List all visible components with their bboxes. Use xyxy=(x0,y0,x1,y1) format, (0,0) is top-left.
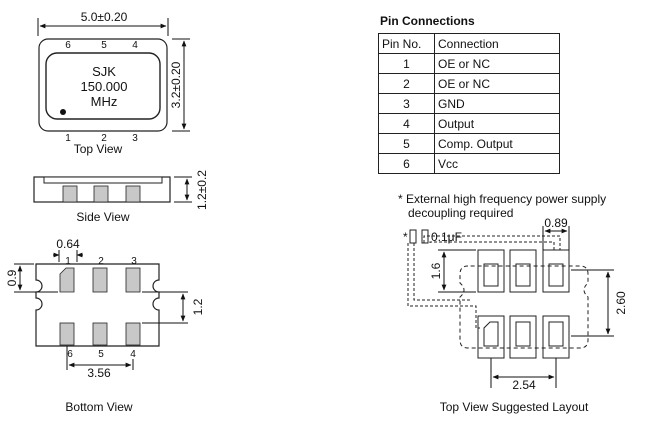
bottom-pad-3 xyxy=(125,267,141,293)
col-pitch-dimension: 2.54 xyxy=(512,378,536,392)
connection-cell: GND xyxy=(434,93,560,114)
decoupling-note-line-2: decoupling required xyxy=(408,206,514,220)
gnd-trace-inner xyxy=(429,241,555,250)
bottom-pin-2-label: 2 xyxy=(98,256,104,267)
table-row: 2 OE or NC xyxy=(378,73,560,94)
pin-number-cell: 2 xyxy=(378,73,435,94)
layout-pad-cell-1 xyxy=(477,249,505,293)
pin-number-cell: 5 xyxy=(378,133,435,154)
table-row: 5 Comp. Output xyxy=(378,133,560,154)
bottom-pad-5 xyxy=(92,322,108,346)
layout-pad-cell-3 xyxy=(542,249,570,293)
top-width-dimension: 5.0±0.20 xyxy=(81,10,128,24)
layout-package-outline xyxy=(459,265,589,349)
pin-1-indicator-dot xyxy=(60,109,66,115)
pad-width-dimension: 0.89 xyxy=(544,216,568,230)
bottom-pin-5-label: 5 xyxy=(98,349,104,360)
side-view-caption: Side View xyxy=(76,210,129,224)
pin-span-dimension: 3.56 xyxy=(87,366,111,380)
decoupling-note-line-1: * External high frequency power supply xyxy=(398,192,607,206)
connection-cell: OE or NC xyxy=(434,73,560,94)
top-height-dimension: 3.2±0.20 xyxy=(169,61,183,108)
top-pin-2-label: 2 xyxy=(101,133,107,144)
connection-cell: OE or NC xyxy=(434,53,560,74)
bottom-pad-2 xyxy=(92,267,108,293)
layout-pad-cell-5 xyxy=(509,315,537,359)
vcc-trace xyxy=(407,243,480,329)
marking-line-3: MHz xyxy=(91,94,118,109)
bottom-pad-4 xyxy=(125,322,141,346)
connection-cell: Comp. Output xyxy=(434,133,560,154)
layout-pad-4 xyxy=(548,321,564,347)
pin-number-cell: 3 xyxy=(378,93,435,114)
layout-pad-cell-2 xyxy=(509,249,537,293)
pin-number-cell: 6 xyxy=(378,153,435,174)
bottom-pad-6 xyxy=(59,322,75,346)
top-pin-6-label: 6 xyxy=(65,40,71,51)
vcc-trace-inner xyxy=(413,243,470,301)
connection-cell: Output xyxy=(434,113,560,134)
marking-line-2: 150.000 xyxy=(81,79,128,94)
bottom-pin-3-label: 3 xyxy=(131,256,137,267)
connection-cell: Vcc xyxy=(434,153,560,174)
bottom-view: 0.64 1 2 3 0.9 1.2 6 5 4 3.56 Bottom Vie… xyxy=(5,237,205,414)
pad-offset-dimension: 0.9 xyxy=(5,269,19,286)
table-row: 3 GND xyxy=(378,93,560,114)
top-pin-5-label: 5 xyxy=(101,40,107,51)
side-pad-1 xyxy=(62,185,78,203)
gnd-trace xyxy=(423,235,561,250)
layout-pad-5 xyxy=(515,321,531,347)
bottom-pin-1-label: 1 xyxy=(65,256,71,267)
top-lid xyxy=(45,52,161,120)
bottom-pin-6-label: 6 xyxy=(67,349,73,360)
pin-number-cell: 1 xyxy=(378,53,435,74)
bottom-view-caption: Bottom View xyxy=(65,400,132,414)
pin-connections-title: Pin Connections xyxy=(380,14,475,28)
bottom-pad-1 xyxy=(59,267,75,293)
pad-gap-dimension: 1.2 xyxy=(191,298,205,315)
table-row: 1 OE or NC xyxy=(378,53,560,74)
table-row: 6 Vcc xyxy=(378,153,560,174)
table-row: 4 Output xyxy=(378,113,560,134)
layout-caption: Top View Suggested Layout xyxy=(440,400,589,414)
side-view: 1.2±0.2 Side View xyxy=(33,170,209,224)
capacitor-pad-left xyxy=(409,229,417,244)
row-pitch-dimension: 2.60 xyxy=(614,291,628,315)
header-pin-no: Pin No. xyxy=(378,33,435,54)
table-header-row: Pin No. Connection xyxy=(378,33,560,54)
side-height-dimension: 1.2±0.2 xyxy=(195,170,209,210)
bottom-pin-4-label: 4 xyxy=(130,349,136,360)
pad-height-dimension: 1.6 xyxy=(429,262,443,279)
layout-pad-1 xyxy=(483,263,499,287)
top-view: 5.0±0.20 6 5 4 SJK 150.000 MHz 3.2±0.20 … xyxy=(37,10,190,156)
side-lid xyxy=(43,176,163,184)
top-pin-4-label: 4 xyxy=(132,40,138,51)
pin-connections-table: Pin No. Connection 1 OE or NC 2 OE or NC… xyxy=(378,33,560,174)
layout-pad-6 xyxy=(483,321,499,347)
header-connection: Connection xyxy=(434,33,560,54)
top-pin-3-label: 3 xyxy=(132,133,138,144)
pin-width-dimension: 0.64 xyxy=(56,237,80,251)
capacitor-value: 0.1μF xyxy=(431,230,462,244)
suggested-layout: * 0.1μF 0.89 1.6 xyxy=(403,216,628,414)
layout-pad-2 xyxy=(515,263,531,287)
top-view-caption: Top View xyxy=(74,142,123,156)
layout-pad-3 xyxy=(548,263,564,287)
pin-number-cell: 4 xyxy=(378,113,435,134)
side-pad-3 xyxy=(125,185,141,203)
top-pin-1-label: 1 xyxy=(65,133,71,144)
marking-line-1: SJK xyxy=(92,64,116,79)
side-pad-2 xyxy=(93,185,109,203)
layout-star-marker: * xyxy=(403,230,408,244)
